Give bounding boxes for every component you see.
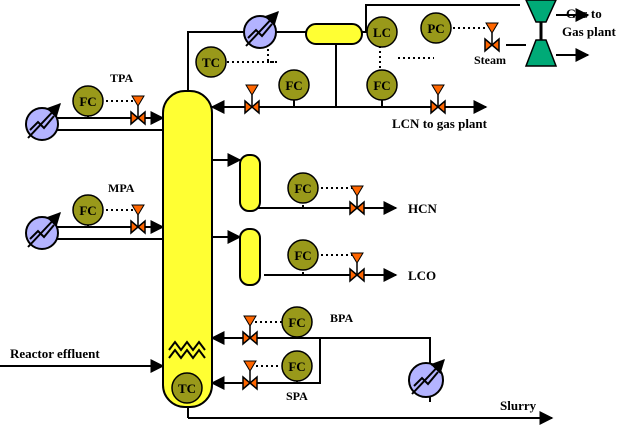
tpa-fc-bubble (72, 85, 104, 117)
mpa-fc-tag: FC (79, 203, 96, 218)
tpa-label: TPA (110, 71, 133, 85)
steam-label: Steam (474, 53, 506, 67)
tpa-fc-tag: FC (79, 94, 96, 109)
lcn-fc-bubble (366, 69, 398, 101)
slurry-exchanger-icon (408, 358, 445, 398)
lcn-fc-tag: FC (373, 78, 390, 93)
main-fractionator-column (162, 90, 213, 408)
gas-to-label: Gas to (566, 6, 602, 21)
heat-exchangers (25, 10, 445, 398)
lco-valve-icon (349, 252, 365, 283)
reflux-valve-icon (244, 84, 260, 115)
drum-lc-tag: LC (373, 25, 391, 40)
bpa-fc-bubble (281, 306, 313, 338)
signal-lines (106, 27, 486, 367)
hcn-fc-bubble (287, 172, 319, 204)
mpa-valve-icon (130, 204, 146, 235)
hcn-fc-tag: FC (294, 181, 311, 196)
overhead-condenser-icon (243, 10, 279, 49)
hcn-stripper (239, 154, 261, 212)
mpa-fc-bubble (72, 194, 104, 226)
spa-label: SPA (286, 389, 308, 403)
lco-fc-tag: FC (294, 248, 311, 263)
spa-fc-bubble (281, 350, 313, 382)
pc-bubble (420, 12, 452, 44)
bpa-valve-icon (242, 315, 258, 346)
instrument-stems (87, 100, 383, 383)
control-valves (130, 22, 500, 391)
spa-valve-icon (242, 360, 258, 391)
bpa-fc-tag: FC (288, 315, 305, 330)
overhead-reflux-drum (305, 23, 363, 45)
lco-label: LCO (408, 268, 436, 283)
reactor-effluent-label: Reactor effluent (10, 346, 100, 361)
lco-stripper (239, 228, 261, 286)
bottom-tc-tag: TC (178, 381, 196, 396)
reflux-fc-tag: FC (285, 78, 302, 93)
instrument-tags: FC FC TC FC LC FC PC FC FC FC FC TC (79, 21, 444, 396)
tpa-exchanger-icon (25, 102, 61, 141)
steam-valve-icon (484, 22, 500, 53)
overhead-tc-bubble (195, 46, 227, 78)
column-packing (168, 340, 206, 360)
overhead-tc-tag: TC (202, 55, 220, 70)
mpa-label: MPA (108, 181, 135, 195)
hcn-label: HCN (408, 201, 438, 216)
mpa-exchanger-icon (25, 211, 61, 250)
drum-lc-bubble (366, 16, 398, 48)
lcn-valve-icon (430, 84, 446, 115)
lco-fc-bubble (287, 239, 319, 271)
tpa-valve-icon (130, 95, 146, 126)
gas-plant-label: Gas plant (562, 24, 616, 39)
stream-labels: TPA MPA BPA SPA LCN to gas plant HCN LCO… (10, 6, 616, 413)
lcn-label: LCN to gas plant (392, 116, 488, 131)
slurry-label: Slurry (500, 398, 537, 413)
expander-turbine-icon (520, 0, 558, 67)
bpa-label: BPA (330, 311, 353, 325)
hcn-valve-icon (349, 185, 365, 216)
instrument-bubbles (72, 12, 452, 404)
bottom-tc-bubble (171, 372, 203, 404)
pc-tag: PC (427, 21, 444, 36)
spa-fc-tag: FC (288, 359, 305, 374)
reflux-fc-bubble (278, 69, 310, 101)
